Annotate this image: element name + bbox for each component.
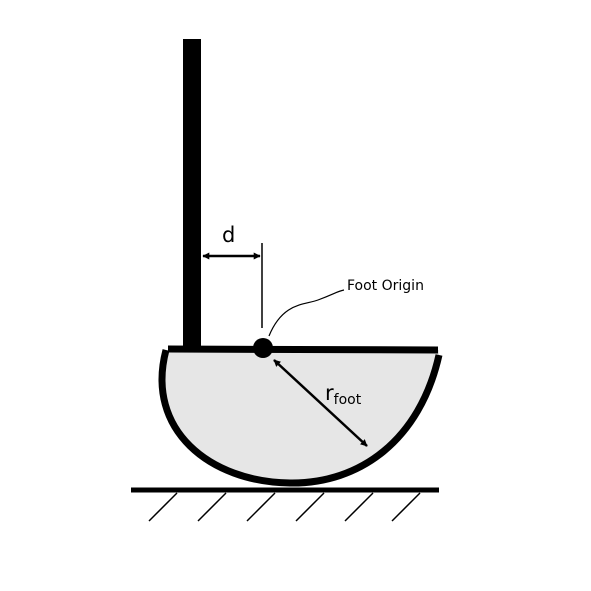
radius-label-main: r (325, 381, 334, 405)
foot-origin-leader (268, 289, 345, 337)
hatch-mark (391, 492, 421, 522)
foot-top-edge (167, 345, 439, 354)
hatch-mark (295, 492, 325, 522)
vertical-leg (183, 39, 201, 350)
hatch-mark (344, 492, 374, 522)
hatch-mark (246, 492, 276, 522)
ground-hatching (148, 492, 421, 522)
hatch-mark (197, 492, 227, 522)
radius-label-subscript: foot (334, 392, 362, 408)
radius-label: rfoot (325, 381, 362, 408)
offset-label: d (222, 223, 235, 247)
foot-outline (158, 349, 443, 487)
radius-arrow (273, 359, 368, 447)
hatch-mark (148, 492, 178, 522)
foot-origin-label: Foot Origin (347, 278, 424, 294)
foot-origin-point (253, 338, 273, 358)
